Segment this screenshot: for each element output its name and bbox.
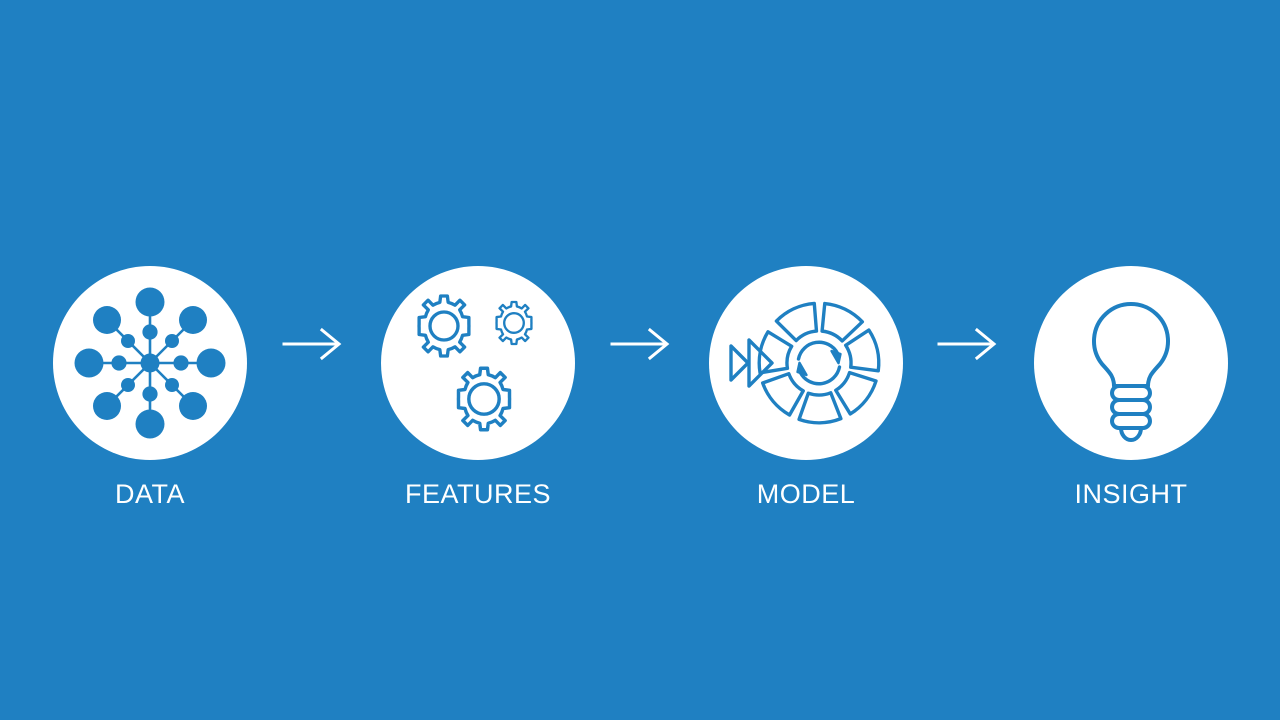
stage-insight-label: INSIGHT xyxy=(1074,479,1188,509)
stage-model-label: MODEL xyxy=(756,479,856,509)
arrow-right-icon xyxy=(937,327,997,361)
stage-features[interactable]: FEATURES xyxy=(378,266,578,509)
arrow-right-icon xyxy=(610,327,670,361)
stage-data[interactable]: DATA xyxy=(50,266,250,509)
stage-model[interactable]: MODEL xyxy=(706,266,906,509)
stage-model-disc xyxy=(709,266,903,460)
gears-icon xyxy=(417,294,533,432)
stage-insight-disc xyxy=(1034,266,1228,460)
stage-data-disc xyxy=(53,266,247,460)
stage-features-label: FEATURES xyxy=(404,479,551,509)
arrow-model-to-insight xyxy=(937,327,999,361)
fast-forward-icon xyxy=(729,338,774,388)
network-nodes-icon xyxy=(74,287,226,439)
arrow-data-to-features xyxy=(282,327,344,361)
stage-data-label: DATA xyxy=(114,479,185,509)
arrow-right-icon xyxy=(282,327,342,361)
arrow-features-to-model xyxy=(610,327,672,361)
stage-insight[interactable]: INSIGHT xyxy=(1031,266,1231,509)
stage-features-disc xyxy=(381,266,575,460)
model-process-icon xyxy=(729,301,881,425)
refresh-arrows-icon xyxy=(796,340,842,386)
lightbulb-icon xyxy=(1092,302,1170,442)
